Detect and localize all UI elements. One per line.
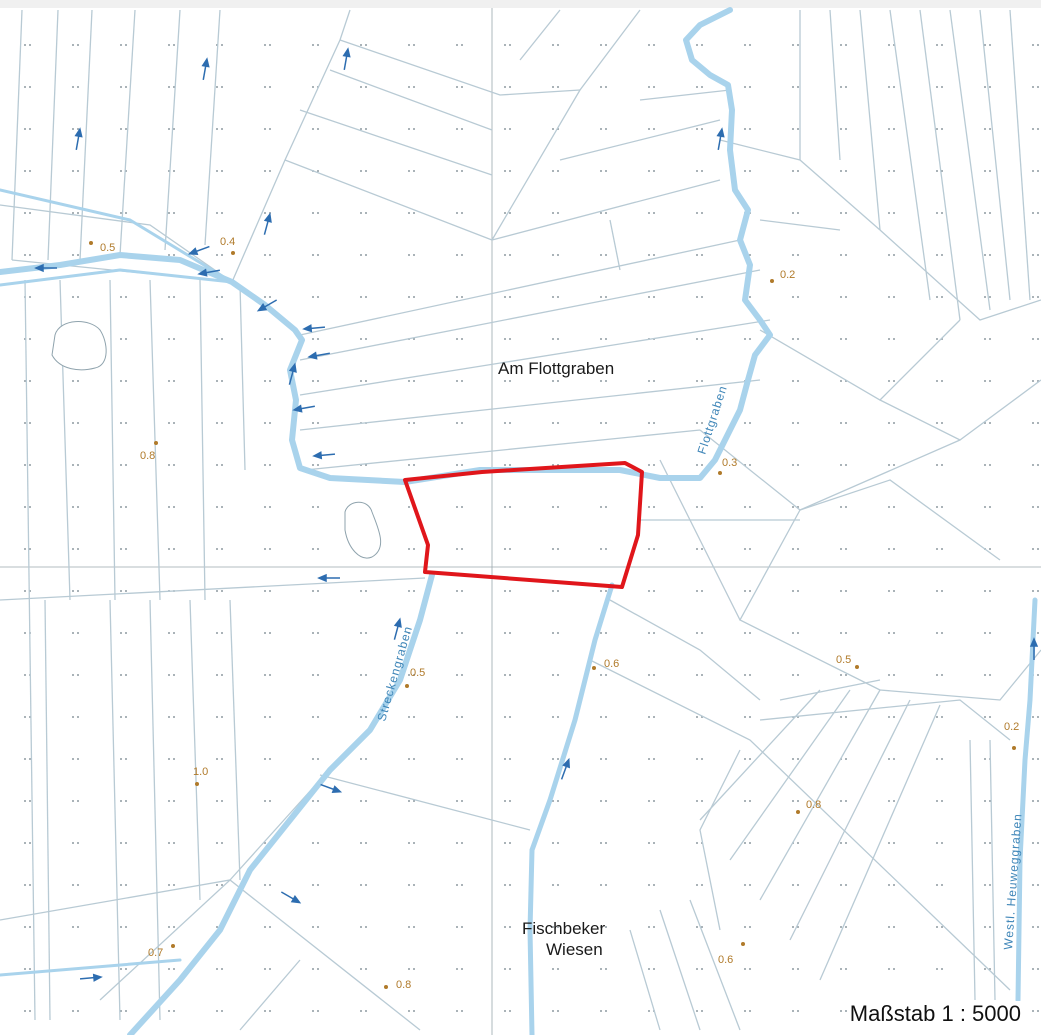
flow-arrows: [34, 47, 1039, 982]
elevation-point: [855, 665, 859, 669]
flow-arrow: [716, 127, 725, 150]
svg-text:0.5: 0.5: [100, 242, 115, 254]
elevation-point: [1012, 746, 1016, 750]
flow-arrow: [280, 891, 302, 904]
flow-arrow: [560, 757, 570, 780]
svg-text:0.8: 0.8: [396, 979, 411, 991]
elevation-point: [154, 441, 158, 445]
svg-text:0.5: 0.5: [836, 654, 851, 666]
elevation-point: [718, 471, 722, 475]
flow-arrow: [292, 404, 315, 413]
flow-arrow: [342, 47, 351, 70]
flottgraben-stream: [0, 7, 773, 485]
flow-arrow: [393, 617, 402, 640]
elevation-point: [231, 251, 235, 255]
svg-text:0.3: 0.3: [722, 457, 737, 469]
elevation-point: [741, 942, 745, 946]
label-am-flottgraben: Am Flottgraben: [498, 359, 614, 378]
bottom-ditch: [0, 958, 182, 977]
elevation-point: [171, 944, 175, 948]
ponds: [51, 321, 382, 559]
elevation-point: [592, 666, 596, 670]
flow-arrow: [312, 451, 336, 460]
flow-arrow: [197, 268, 220, 277]
flow-arrow: [79, 973, 103, 982]
flow-arrow: [317, 573, 340, 583]
svg-text:0.2: 0.2: [1004, 721, 1019, 733]
flow-arrow: [74, 127, 83, 150]
flow-arrow: [320, 783, 343, 793]
svg-text:0.8: 0.8: [140, 450, 155, 462]
flow-arrow: [307, 351, 330, 360]
elevation-point: [89, 241, 93, 245]
label-wiesen: Wiesen: [546, 940, 603, 959]
parcel-lines: [0, 9, 1041, 1031]
map-scale: Maßstab 1 : 5000: [847, 1001, 1023, 1027]
meadow-dots: [24, 44, 1039, 1012]
flow-arrow: [302, 324, 326, 333]
side-ditch: [0, 268, 234, 287]
svg-text:1.0: 1.0: [193, 766, 208, 778]
svg-text:0.2: 0.2: [780, 269, 795, 281]
elevation-point: [770, 279, 774, 283]
streckengraben-stream: [127, 572, 435, 1035]
top-edge: [0, 0, 1041, 8]
flow-arrow: [288, 362, 297, 385]
elevation-point: [384, 985, 388, 989]
flow-arrow: [1029, 637, 1039, 660]
svg-text:0.7: 0.7: [148, 947, 163, 959]
top-ditch: [0, 188, 234, 284]
svg-text:0.4: 0.4: [220, 236, 235, 248]
elevation-point: [195, 782, 199, 786]
flow-arrow: [34, 263, 57, 273]
heuweggraben-stream: [1015, 597, 1038, 1003]
grid-lines: [0, 8, 1041, 1035]
svg-text:0.6: 0.6: [604, 658, 619, 670]
flow-arrow: [263, 212, 272, 235]
elevation-point: [405, 684, 409, 688]
label-fischbeker: Fischbeker: [522, 919, 605, 938]
flow-arrow: [256, 299, 278, 312]
waterways: [0, 7, 1038, 1035]
flow-arrow: [187, 245, 210, 255]
svg-text:0.5: 0.5: [410, 667, 425, 679]
elevation-points: [89, 241, 1016, 989]
elevation-labels: 0.5 0.4 0.2 0.8 0.3 0.5 0.6 0.5 0.2 1.0 …: [100, 236, 1019, 991]
svg-text:0.8: 0.8: [806, 799, 821, 811]
elevation-point: [796, 810, 800, 814]
central-ditch: [527, 582, 615, 1035]
flow-arrow: [201, 57, 210, 80]
svg-text:0.6: 0.6: [718, 954, 733, 966]
parcel-boundary: [403, 461, 644, 589]
